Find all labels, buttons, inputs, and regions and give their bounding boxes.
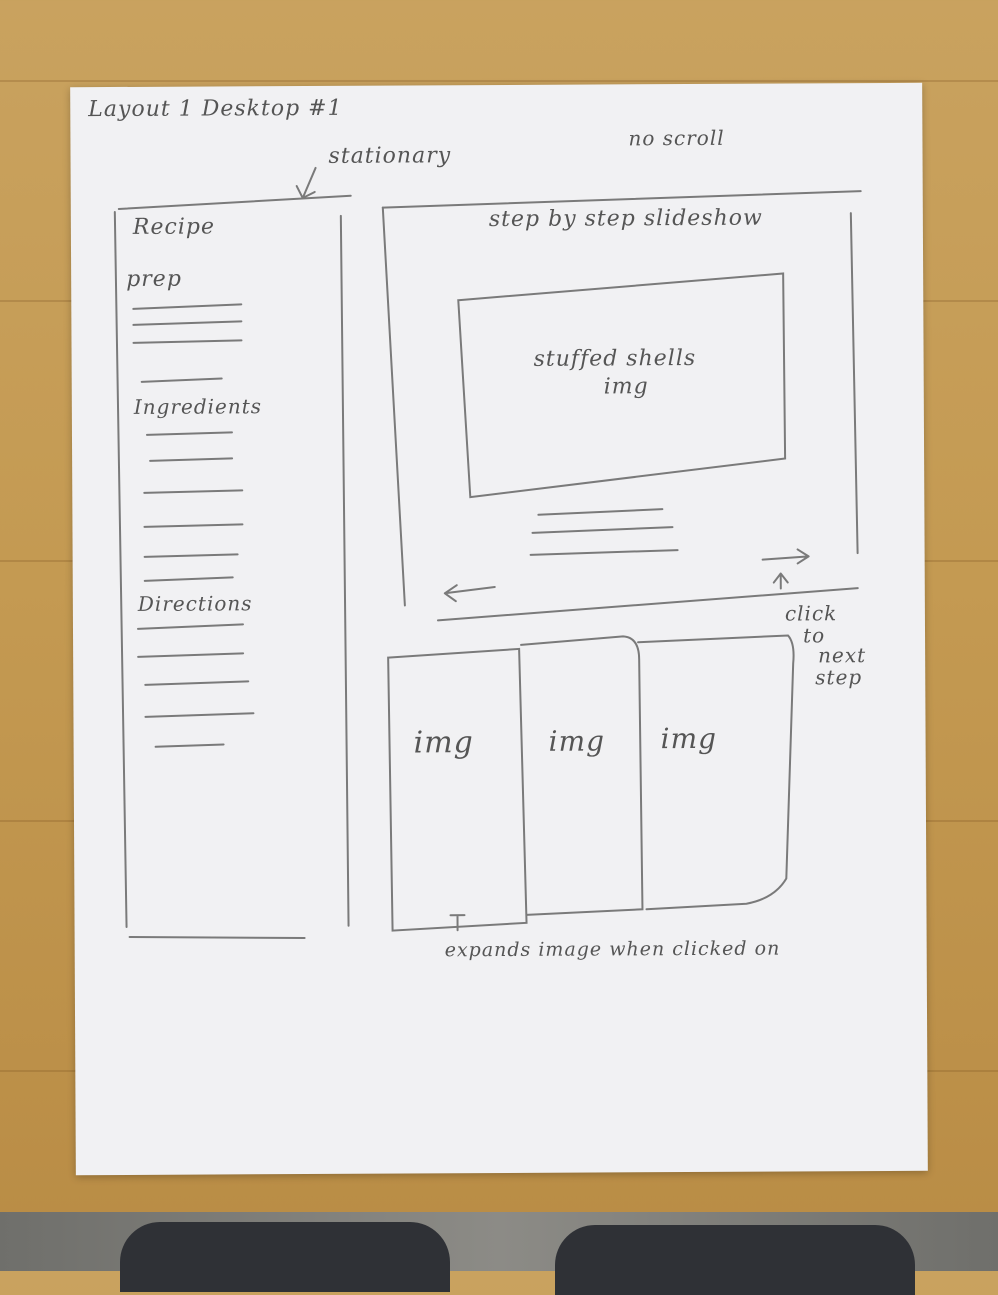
main-image-label-line1: stuffed shells	[533, 345, 697, 372]
prep-line	[132, 303, 243, 310]
slideshow-bottom-edge	[436, 587, 859, 622]
slideshow-right-edge	[849, 212, 859, 555]
sidebar-left-edge	[113, 211, 128, 928]
ingredient-line	[145, 431, 233, 436]
main-image-box	[457, 272, 787, 499]
wood-grain	[0, 80, 998, 82]
expands-note: expands image when clicked on	[444, 937, 781, 962]
sidebar-bottom-edge	[128, 935, 306, 940]
page-title: Layout 1 Desktop #1	[88, 95, 343, 123]
slideshow-title: step by step slideshow	[488, 205, 763, 233]
left-shoe	[120, 1222, 450, 1292]
no-scroll-note: no scroll	[628, 125, 725, 151]
sidebar-top-edge	[117, 194, 352, 210]
sidebar-heading: Recipe	[132, 214, 216, 240]
wireframe-sketch	[113, 166, 862, 940]
thumbnail-1-label: img	[413, 725, 474, 761]
click-note-line4: step	[815, 665, 863, 690]
thumbnail-1-frame	[387, 647, 528, 932]
right-shoe	[555, 1225, 915, 1295]
click-next-marker	[772, 572, 789, 590]
slideshow-left-edge	[381, 206, 406, 607]
sidebar-section-prep: prep	[126, 266, 182, 292]
thumbnail-2-frame	[520, 635, 644, 916]
direction-line	[136, 623, 244, 630]
click-note-line3: next	[818, 643, 867, 668]
expands-marker	[449, 914, 466, 932]
thumbnail-2-label: img	[548, 724, 606, 758]
caption-line	[537, 508, 664, 516]
next-arrow	[761, 548, 810, 565]
stationary-arrow	[295, 166, 317, 200]
click-note-line1: click	[784, 601, 838, 626]
thumbnail-3-frame	[637, 634, 795, 911]
thumbnail-3-label: img	[660, 721, 718, 756]
sidebar-right-edge	[339, 214, 350, 927]
sidebar-section-ingredients: Ingredients	[133, 394, 263, 419]
main-image-label-line2: img	[603, 374, 649, 400]
slideshow-top-edge	[381, 190, 862, 209]
sidebar-section-directions: Directions	[137, 591, 253, 616]
prev-arrow	[443, 584, 496, 603]
stationary-note: stationary	[328, 143, 452, 169]
sketch-paper: Layout 1 Desktop #1 stationary no scroll…	[70, 82, 928, 1176]
